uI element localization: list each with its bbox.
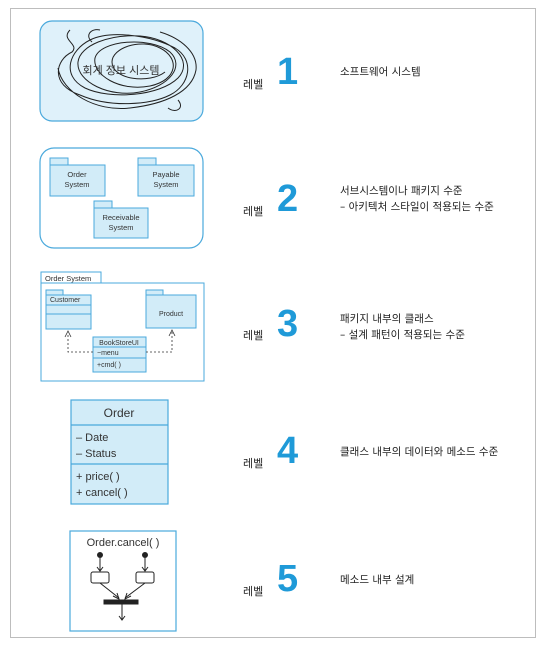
level-description: 메소드 내부 설계 (340, 574, 415, 586)
level-word: 레벨 (243, 205, 264, 218)
level-4-diagram: Order – Date – Status + price( ) + cance… (70, 399, 169, 505)
level-word: 레벨 (243, 78, 264, 91)
svg-text:System: System (64, 180, 89, 189)
figure-frame (10, 8, 536, 638)
package-receivable-system: Receivable System (93, 200, 149, 239)
package-payable-system: Payable System (137, 157, 195, 197)
level-number: 1 (277, 51, 299, 93)
level-3-diagram: Order System Customer Product BookStoreU… (40, 271, 205, 382)
level-word: 레벨 (243, 585, 264, 598)
class-name: Order (104, 406, 135, 420)
svg-text:Payable: Payable (152, 170, 179, 179)
product-class: Product (145, 289, 197, 329)
level-1-diagram: 회계 정보 시스템 (39, 20, 204, 122)
svg-text:Product: Product (159, 311, 183, 318)
order-class-box (70, 399, 169, 505)
svg-text:System: System (108, 223, 133, 232)
level-description: 서브시스템이나 패키지 수준 – 아키텍처 스타일이 적용되는 수준 (340, 185, 494, 213)
level-description: 클래스 내부의 데이터와 메소드 수준 (340, 446, 499, 458)
attribute-date: – Date (76, 432, 108, 444)
svg-text:+cmd( ): +cmd( ) (97, 362, 121, 369)
method-title: Order.cancel( ) (87, 537, 160, 549)
level-number: 3 (277, 303, 299, 345)
bookstoreui-class: BookStoreUI −menu +cmd( ) (92, 336, 147, 373)
operation-price: + price( ) (76, 471, 120, 483)
svg-text:Receivable: Receivable (102, 213, 139, 222)
level-5-diagram: Order.cancel( ) (69, 530, 177, 632)
operation-cancel: + cancel( ) (76, 487, 128, 499)
svg-text:System: System (153, 180, 178, 189)
svg-text:−menu: −menu (97, 350, 119, 357)
level-description: 소프트웨어 시스템 (340, 66, 421, 78)
level-number: 5 (277, 558, 299, 600)
level-number: 2 (277, 178, 299, 220)
level-2-diagram: Order System Payable System Receivable S… (39, 147, 204, 249)
system-label: 회계 정보 시스템 (83, 64, 160, 77)
svg-text:Customer: Customer (50, 297, 81, 304)
attribute-status: – Status (76, 448, 117, 460)
package-order-system: Order System (49, 157, 106, 197)
customer-class: Customer (45, 289, 92, 330)
tangle-scribble (57, 29, 197, 111)
svg-text:BookStoreUI: BookStoreUI (99, 340, 139, 347)
method-frame (69, 530, 177, 632)
package-frame-label: Order System (45, 274, 91, 283)
activity-flow (90, 552, 155, 621)
level-word: 레벨 (243, 329, 264, 342)
level-word: 레벨 (243, 457, 264, 470)
svg-text:Order: Order (67, 170, 87, 179)
dependency-arrows (64, 329, 176, 353)
level-description: 패키지 내부의 클래스 – 설계 패턴이 적용되는 수준 (340, 313, 465, 341)
level-number: 4 (277, 430, 299, 472)
